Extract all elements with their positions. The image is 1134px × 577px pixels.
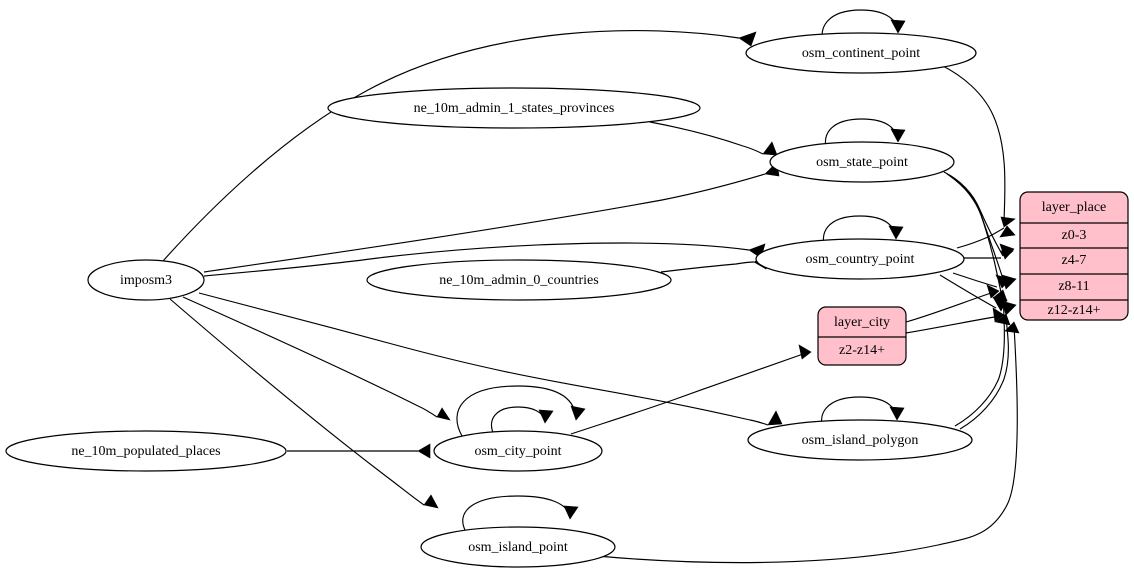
node-osm_continent_point[interactable]: osm_continent_point [745, 32, 977, 74]
edge-self-osm_continent_point [821, 9, 906, 48]
edge-osm_state_point-to-layer_place-z4-7 [943, 171, 1015, 260]
edge-osm_island_polygon-to-layer_place-z8-11 [954, 289, 1008, 427]
node-layer_city[interactable]: layer_city z2-z14+ [817, 306, 907, 366]
edge-osm_state_point-to-layer_place-z12-z14 [949, 175, 1017, 316]
edge-osm_country_point-to-layer_place-z4-7 [963, 250, 1014, 259]
edge-imposm3-to-osm_continent_point [162, 30, 757, 262]
edge-osm_continent_point-to-layer_place-z0-3 [940, 64, 1016, 228]
node-osm_country_point[interactable]: osm_country_point [755, 238, 965, 280]
edge-self-osm_country_point [822, 215, 904, 253]
edge-layer_city-to-layer_place-z12-z14 [905, 307, 1005, 334]
edge-imposm3-to-osm_state_point [203, 161, 780, 273]
edge-self-outer-osm_city_point [456, 385, 586, 437]
node-osm_island_point[interactable]: osm_island_point [420, 526, 616, 568]
edge-ne_10m_admin_1_states_provinces-to-osm_state_point [649, 121, 778, 156]
edge-osm_island_polygon-to-layer_place-z12-z14 [959, 313, 1011, 430]
node-layer: imposm3 ne_10m_admin_1_states_provinces … [5, 32, 1129, 568]
node-ne_10m_admin_0_countries[interactable]: ne_10m_admin_0_countries [366, 259, 672, 301]
edge-osm_island_point-to-layer_place-z12-z14 [596, 321, 1020, 564]
edge-imposm3-to-osm_island_polygon [198, 292, 783, 426]
node-layer_place[interactable]: layer_place z0-3 z4-7 z8-11 z12-z14+ [1019, 191, 1129, 321]
edge-self-inner-osm_city_point [490, 406, 554, 436]
edge-ne_10m_populated_places-to-osm_city_point [287, 443, 431, 459]
edge-self-osm_island_point [462, 495, 579, 533]
edge-imposm3-to-osm_city_point [182, 296, 451, 421]
node-osm_island_polygon[interactable]: osm_island_polygon [747, 419, 973, 461]
node-osm_city_point[interactable]: osm_city_point [433, 430, 603, 472]
edge-osm_country_point-to-layer_place-z8-11 [952, 272, 1011, 289]
node-imposm3[interactable]: imposm3 [87, 259, 205, 301]
node-ne_10m_admin_1_states_provinces[interactable]: ne_10m_admin_1_states_provinces [327, 87, 701, 129]
edge-imposm3-to-osm_island_point [169, 298, 439, 509]
edge-self-osm_state_point [824, 118, 906, 156]
node-ne_10m_populated_places[interactable]: ne_10m_populated_places [5, 430, 287, 472]
node-osm_state_point[interactable]: osm_state_point [769, 141, 955, 183]
edge-ne_10m_admin_0_countries-to-osm_country_point [660, 254, 770, 273]
edge-osm_city_point-to-layer_city-z2-z14 [570, 344, 812, 435]
edge-self-osm_island_polygon [821, 396, 905, 434]
edge-osm_country_point-to-layer_place-z0-3 [956, 225, 1016, 249]
edge-layer_city-to-layer_place-z8-11 [905, 284, 1000, 323]
